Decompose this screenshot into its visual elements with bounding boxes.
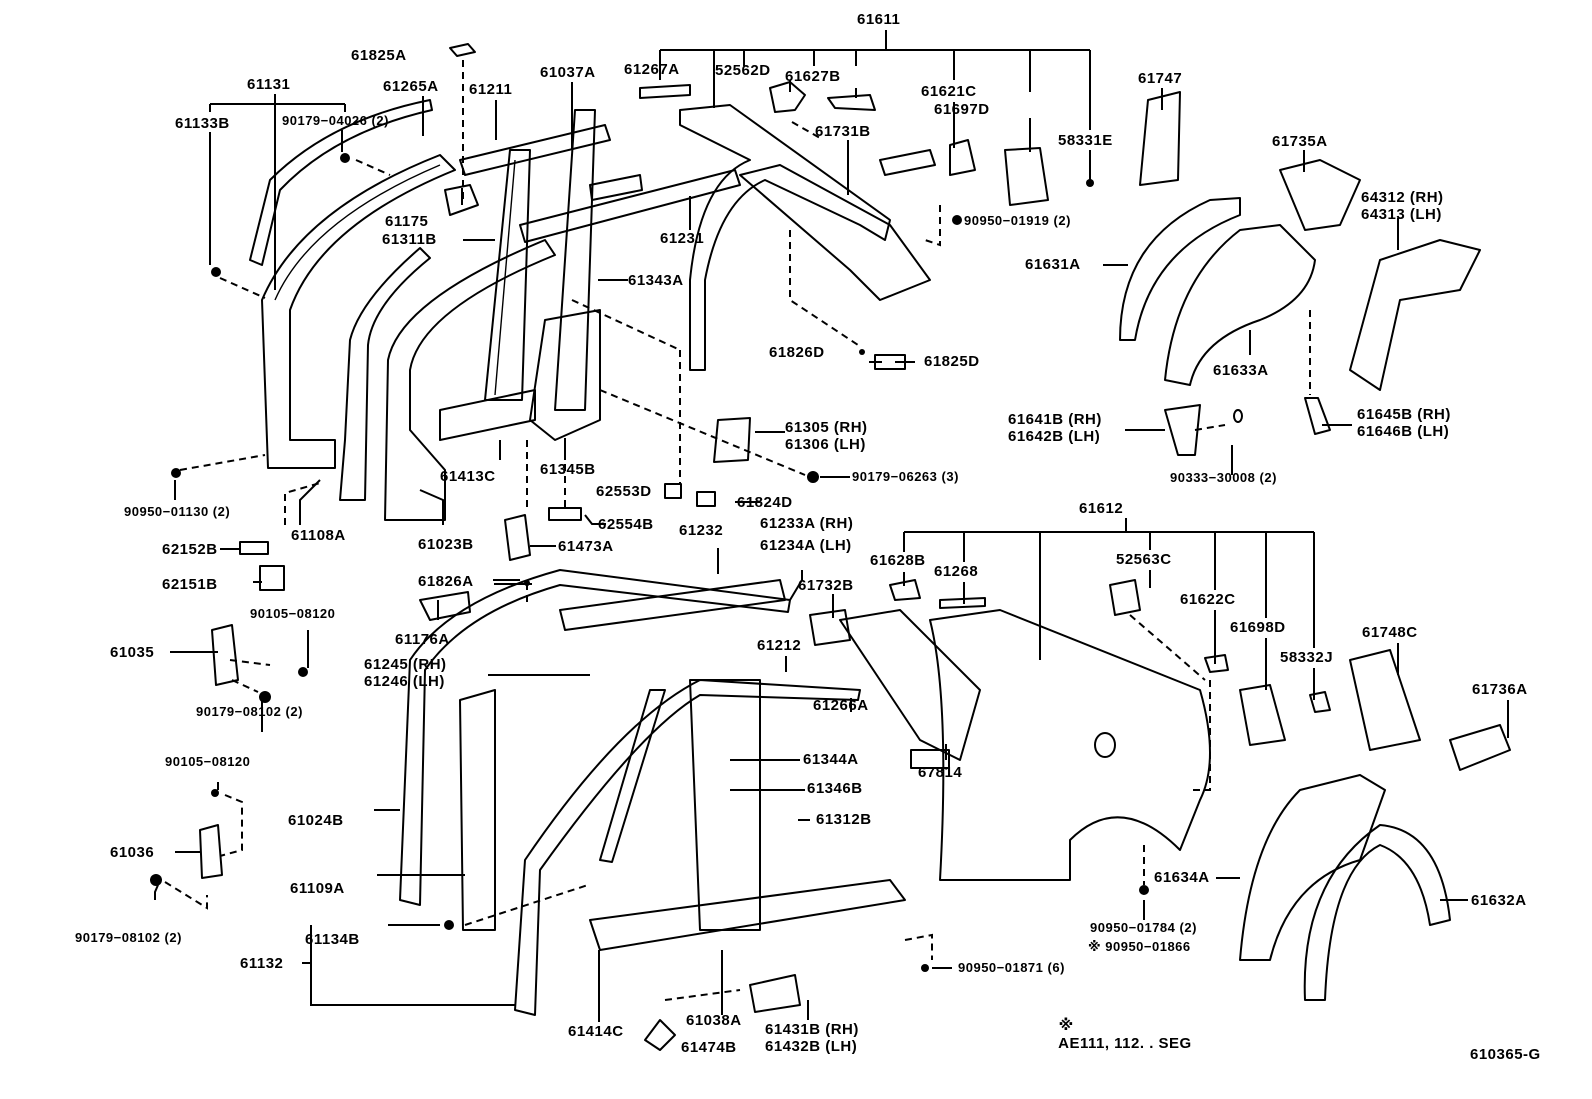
- callout-61632A: 61632A: [1471, 892, 1527, 909]
- callout-61413C: 61413C: [440, 468, 496, 485]
- callout-90950-01130: 90950−01130 (2): [124, 504, 231, 519]
- callout-61134B: 61134B: [305, 931, 360, 948]
- callout-61622C: 61622C: [1180, 591, 1236, 608]
- leader-lines: [154, 30, 1509, 1022]
- callout-61431B-61432B: 61431B (RH) 61432B (LH): [765, 1021, 859, 1055]
- callout-90333-30008: 90333−30008 (2): [1170, 470, 1277, 485]
- applicability-footnote: ※ AE111, 112. . SEG: [1040, 999, 1192, 1071]
- callout-90950-01866: ※ 90950−01866: [1088, 939, 1191, 954]
- callout-61611: 61611: [857, 11, 901, 28]
- callout-90105-08120-upper: 90105−08120: [250, 606, 336, 621]
- callout-61109A: 61109A: [290, 880, 345, 897]
- callout-90950-01871: 90950−01871 (6): [958, 960, 1065, 975]
- callout-61037A: 61037A: [540, 64, 596, 81]
- callout-61825D: 61825D: [924, 353, 980, 370]
- callout-61305-61306: 61305 (RH) 61306 (LH): [785, 419, 868, 453]
- callout-61344A: 61344A: [803, 751, 859, 768]
- callout-61024B: 61024B: [288, 812, 344, 829]
- callout-67814: 67814: [918, 764, 963, 781]
- callout-61698D: 61698D: [1230, 619, 1286, 636]
- callout-62151B: 62151B: [162, 576, 218, 593]
- callout-90950-01919: 90950−01919 (2): [964, 213, 1071, 228]
- callout-62152B: 62152B: [162, 541, 218, 558]
- callout-62553D: 62553D: [596, 483, 652, 500]
- callout-61473A: 61473A: [558, 538, 614, 555]
- footnote-symbol: ※: [1058, 1017, 1074, 1034]
- callout-58332J: 58332J: [1280, 649, 1334, 666]
- callout-61311B: 61311B: [382, 231, 437, 248]
- callout-61414C: 61414C: [568, 1023, 624, 1040]
- callout-61108A: 61108A: [291, 527, 346, 544]
- callout-61346B: 61346B: [807, 780, 863, 797]
- callout-58331E: 58331E: [1058, 132, 1113, 149]
- callout-61233A-61234A: 61233A (RH) 61234A (LH): [760, 515, 854, 554]
- callout-90105-08120-lower: 90105−08120: [165, 754, 251, 769]
- callout-61641B-61642B: 61641B (RH) 61642B (LH): [1008, 411, 1102, 445]
- callout-61133B: 61133B: [175, 115, 230, 132]
- callout-61267A: 61267A: [624, 61, 680, 78]
- callout-61612: 61612: [1079, 500, 1124, 517]
- callout-61747: 61747: [1138, 70, 1183, 87]
- callout-61621C: 61621C: [921, 83, 977, 100]
- callout-61825A: 61825A: [351, 47, 407, 64]
- callout-61036: 61036: [110, 844, 155, 861]
- callout-61645B-61646B: 61645B (RH) 61646B (LH): [1357, 406, 1451, 440]
- callout-61132: 61132: [240, 955, 284, 972]
- callout-61245-61246: 61245 (RH) 61246 (LH): [364, 656, 447, 690]
- callout-61826D: 61826D: [769, 344, 825, 361]
- callout-61038A: 61038A: [686, 1012, 742, 1029]
- fasteners: [150, 153, 1149, 972]
- callout-61826A: 61826A: [418, 573, 474, 590]
- callout-61736A: 61736A: [1472, 681, 1528, 698]
- callout-90179-06263: 90179−06263 (3): [852, 469, 959, 484]
- callout-61023B: 61023B: [418, 536, 474, 553]
- callout-61131: 61131: [247, 76, 291, 93]
- callout-61697D: 61697D: [934, 101, 990, 118]
- callout-61265A: 61265A: [383, 78, 439, 95]
- dashed-attachment-lines: [164, 60, 1311, 1001]
- callout-61232: 61232: [679, 522, 724, 539]
- callout-61312B: 61312B: [816, 811, 872, 828]
- diagram-code: 610365-G: [1470, 1046, 1541, 1063]
- callout-61211: 61211: [469, 81, 513, 98]
- callout-90179-04026: 90179−04026 (2): [282, 113, 389, 128]
- callout-61345B: 61345B: [540, 461, 596, 478]
- callout-61231: 61231: [660, 230, 705, 247]
- callout-61634A: 61634A: [1154, 869, 1210, 886]
- callout-61266A: 61266A: [813, 697, 869, 714]
- callout-61343A: 61343A: [628, 272, 684, 289]
- callout-61748C: 61748C: [1362, 624, 1418, 641]
- callout-64312-64313: 64312 (RH) 64313 (LH): [1361, 189, 1444, 223]
- callout-52562D: 52562D: [715, 62, 771, 79]
- callout-61732B: 61732B: [798, 577, 854, 594]
- callout-61474B: 61474B: [681, 1039, 737, 1056]
- callout-61175: 61175: [385, 213, 429, 230]
- callout-61628B: 61628B: [870, 552, 926, 569]
- callout-90179-08102-lower: 90179−08102 (2): [75, 930, 182, 945]
- callout-61268: 61268: [934, 563, 979, 580]
- callout-90179-08102-upper: 90179−08102 (2): [196, 704, 303, 719]
- callout-61735A: 61735A: [1272, 133, 1328, 150]
- callout-61176A: 61176A: [395, 631, 450, 648]
- callout-61633A: 61633A: [1213, 362, 1269, 379]
- callout-61627B: 61627B: [785, 68, 841, 85]
- callout-61731B: 61731B: [815, 123, 871, 140]
- callout-62554B: 62554B: [598, 516, 654, 533]
- callout-90950-01784: 90950−01784 (2): [1090, 920, 1197, 935]
- callout-52563C: 52563C: [1116, 551, 1172, 568]
- footnote-text: AE111, 112. . SEG: [1058, 1035, 1192, 1052]
- callout-61631A: 61631A: [1025, 256, 1081, 273]
- part-outlines: [199, 43, 1511, 1051]
- callout-61212: 61212: [757, 637, 802, 654]
- callout-61035: 61035: [110, 644, 155, 661]
- callout-61824D: 61824D: [737, 494, 793, 511]
